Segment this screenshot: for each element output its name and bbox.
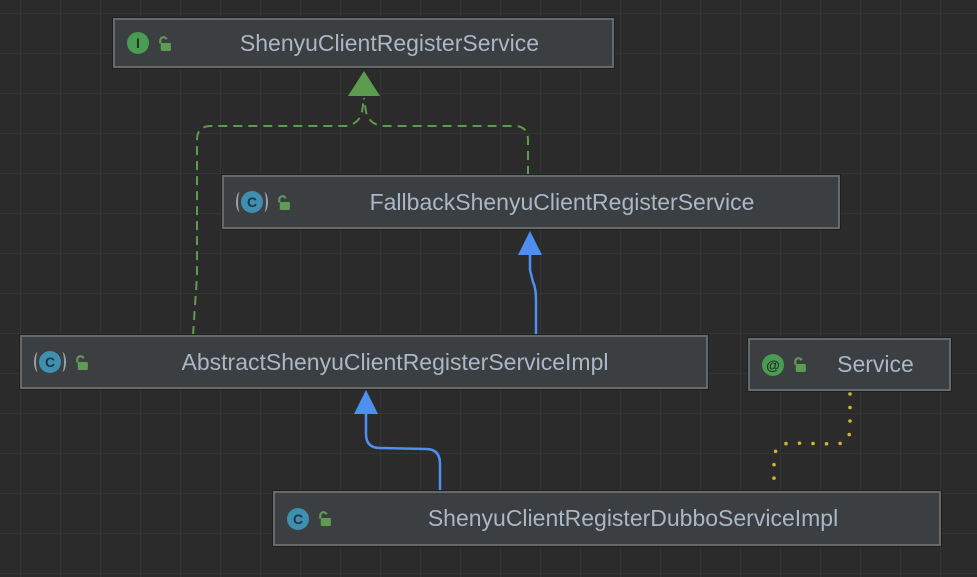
abstract-right-paren <box>58 352 66 372</box>
public-lock-icon <box>159 35 171 51</box>
extends-arrowhead-abstract <box>354 390 378 414</box>
node-label: ShenyuClientRegisterDubboServiceImpl <box>427 505 839 531</box>
lock-shackle <box>278 194 287 202</box>
abstract-class-icon: C <box>236 191 268 213</box>
abstract-right-paren <box>260 192 268 212</box>
lock-shackle <box>76 354 85 362</box>
abstract-class-icon: C <box>34 351 66 373</box>
node-label: AbstractShenyuClientRegisterServiceImpl <box>181 348 609 375</box>
abstract-left-paren <box>34 352 42 372</box>
class-circle-icon: C <box>241 191 263 213</box>
lock-shackle <box>159 35 168 43</box>
node-shenyu-client-register-service[interactable]: I ShenyuClientRegisterService <box>113 18 614 68</box>
node-icon-group: C <box>287 507 333 530</box>
node-label: ShenyuClientRegisterService <box>239 29 540 56</box>
public-lock-icon <box>76 354 88 370</box>
public-lock-icon <box>278 194 290 210</box>
node-fallback-shenyu-client-register-service[interactable]: C FallbackShenyuClientRegisterService <box>222 175 840 229</box>
annotation-icon: @ <box>762 353 784 376</box>
public-lock-icon <box>794 357 806 372</box>
edge-implements-fallback-to-interface[interactable] <box>363 97 529 175</box>
annotation-icon-glyph: @ <box>766 356 780 373</box>
node-service-annotation[interactable]: @ Service <box>748 338 951 391</box>
lock-body <box>160 42 171 51</box>
public-lock-icon <box>319 511 331 526</box>
lock-body <box>795 363 806 372</box>
lock-body <box>279 201 290 210</box>
lock-body <box>77 361 88 370</box>
node-icon-group: @ <box>762 353 808 376</box>
extends-arrowhead-fallback <box>518 231 542 255</box>
node-icon-group: C <box>236 191 292 213</box>
edge-annotation-dubbo-to-service[interactable] <box>772 392 852 490</box>
edge-extends-abstract-to-fallback[interactable] <box>528 253 538 335</box>
lock-body <box>320 517 331 526</box>
lock-shackle <box>794 357 803 365</box>
implements-arrowhead <box>348 71 380 96</box>
node-label: FallbackShenyuClientRegisterService <box>369 188 755 215</box>
node-icon-group: C <box>34 351 90 373</box>
interface-icon-glyph: I <box>136 35 140 51</box>
class-icon: C <box>287 507 309 530</box>
lock-shackle <box>319 511 328 519</box>
class-icon-glyph: C <box>292 510 304 527</box>
abstract-left-paren <box>236 192 244 212</box>
node-icon-group: I <box>127 32 173 54</box>
class-icon-glyph: C <box>44 354 56 370</box>
node-abstract-shenyu-client-register-service-impl[interactable]: C AbstractShenyuClientRegisterServiceImp… <box>20 335 708 389</box>
node-label: Service <box>837 351 914 377</box>
interface-icon: I <box>127 32 149 54</box>
class-icon-glyph: C <box>246 194 258 210</box>
edge-implements-abstract-to-interface[interactable] <box>192 97 365 336</box>
node-shenyu-client-register-dubbo-service-impl[interactable]: C ShenyuClientRegisterDubboServiceImpl <box>273 491 941 546</box>
class-circle-icon: C <box>39 351 61 373</box>
edge-extends-dubbo-to-abstract[interactable] <box>364 413 442 491</box>
